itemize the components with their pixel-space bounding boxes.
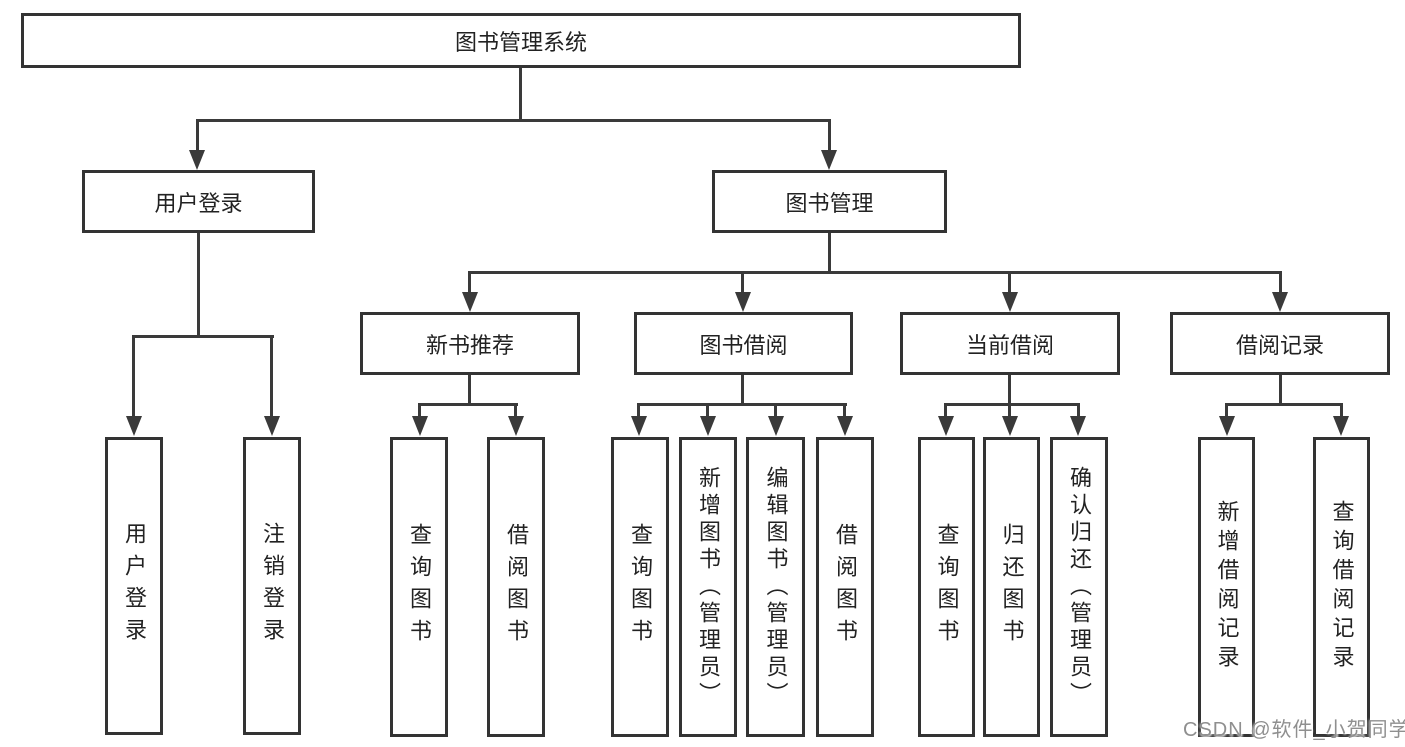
leaf-borrow-edit-books-admin-label: 编辑图书（管理员） — [763, 465, 789, 709]
connector-line — [468, 271, 1282, 274]
connector-line — [197, 233, 200, 338]
leaf-current-query-books: 查询图书 — [918, 437, 975, 737]
connector-line — [196, 119, 831, 122]
connector-line — [741, 375, 744, 406]
connector-line — [196, 119, 199, 153]
connector-line — [1279, 375, 1282, 406]
arrow-down-icon — [735, 292, 751, 312]
connector-line — [944, 403, 947, 420]
leaf-borrow-borrow-books-label: 借阅图书 — [833, 523, 858, 651]
node-book-management-branch-label: 图书管理 — [785, 190, 874, 216]
leaf-user-login: 用户登录 — [105, 437, 163, 735]
connector-line — [637, 403, 640, 420]
arrow-down-icon — [1219, 416, 1235, 436]
leaf-current-query-books-label: 查询图书 — [934, 523, 960, 651]
connector-line — [514, 403, 517, 420]
leaf-records-add-record: 新增借阅记录 — [1198, 437, 1255, 737]
connector-line — [944, 403, 1080, 406]
connector-line — [1340, 403, 1343, 420]
connector-line — [519, 68, 522, 120]
connector-line — [828, 233, 831, 274]
leaf-recommend-borrow-books: 借阅图书 — [487, 437, 545, 737]
connector-line — [1225, 403, 1228, 420]
arrow-down-icon — [1333, 416, 1349, 436]
node-borrow-records-label: 借阅记录 — [1235, 332, 1324, 358]
node-user-login-branch: 用户登录 — [82, 170, 315, 233]
leaf-logout: 注销登录 — [243, 437, 301, 735]
connector-line — [1279, 271, 1282, 296]
connector-line — [418, 403, 421, 420]
arrow-down-icon — [821, 150, 837, 170]
node-current-borrow-label: 当前借阅 — [965, 332, 1054, 358]
connector-line — [270, 335, 273, 419]
node-book-borrow: 图书借阅 — [634, 312, 853, 375]
leaf-recommend-borrow-books-label: 借阅图书 — [504, 523, 529, 651]
connector-line — [132, 335, 274, 338]
arrow-down-icon — [938, 416, 954, 436]
leaf-records-query-record-label: 查询借阅记录 — [1329, 500, 1355, 674]
node-new-book-recommend-label: 新书推荐 — [425, 332, 514, 358]
connector-line — [741, 271, 744, 296]
leaf-current-return-books: 归还图书 — [983, 437, 1040, 737]
node-root: 图书管理系统 — [21, 13, 1021, 68]
node-book-management-branch: 图书管理 — [712, 170, 947, 233]
leaf-current-return-books-label: 归还图书 — [999, 523, 1025, 651]
connector-line — [843, 403, 846, 420]
node-current-borrow: 当前借阅 — [900, 312, 1120, 375]
leaf-recommend-query-books: 查询图书 — [390, 437, 448, 737]
arrow-down-icon — [462, 292, 478, 312]
arrow-down-icon — [1002, 416, 1018, 436]
node-book-borrow-label: 图书借阅 — [699, 332, 788, 358]
arrow-down-icon — [126, 416, 142, 436]
arrow-down-icon — [412, 416, 428, 436]
connector-line — [468, 271, 471, 296]
leaf-records-query-record: 查询借阅记录 — [1313, 437, 1370, 737]
leaf-current-confirm-return-admin: 确认归还（管理员） — [1050, 437, 1108, 737]
leaf-user-login-label: 用户登录 — [122, 522, 147, 650]
arrow-down-icon — [264, 416, 280, 436]
arrow-down-icon — [768, 416, 784, 436]
node-root-label: 图书管理系统 — [454, 29, 587, 55]
connector-line — [132, 335, 135, 419]
connector-line — [828, 119, 831, 153]
connector-line — [774, 403, 777, 420]
arrow-down-icon — [631, 416, 647, 436]
leaf-borrow-edit-books-admin: 编辑图书（管理员） — [746, 437, 805, 737]
arrow-down-icon — [1070, 416, 1086, 436]
connector-line — [1077, 403, 1080, 420]
connector-line — [1008, 403, 1011, 420]
connector-line — [637, 403, 847, 406]
arrow-down-icon — [508, 416, 524, 436]
arrow-down-icon — [837, 416, 853, 436]
node-borrow-records: 借阅记录 — [1170, 312, 1390, 375]
leaf-current-confirm-return-admin-label: 确认归还（管理员） — [1067, 465, 1092, 709]
leaf-recommend-query-books-label: 查询图书 — [407, 523, 432, 651]
leaf-borrow-add-books-admin: 新增图书（管理员） — [679, 437, 737, 737]
connector-line — [1008, 375, 1011, 406]
connector-line — [468, 375, 471, 406]
arrow-down-icon — [700, 416, 716, 436]
connector-line — [706, 403, 709, 420]
node-user-login-branch-label: 用户登录 — [154, 190, 243, 216]
connector-line — [1008, 271, 1011, 296]
leaf-logout-label: 注销登录 — [260, 522, 285, 650]
leaf-records-add-record-label: 新增借阅记录 — [1214, 500, 1240, 674]
leaf-borrow-query-books: 查询图书 — [611, 437, 669, 737]
leaf-borrow-add-books-admin-label: 新增图书（管理员） — [696, 465, 721, 709]
node-new-book-recommend: 新书推荐 — [360, 312, 580, 375]
csdn-watermark: CSDN @软件_小贺同学 — [1183, 719, 1405, 741]
arrow-down-icon — [189, 150, 205, 170]
connector-line — [1225, 403, 1343, 406]
leaf-borrow-query-books-label: 查询图书 — [628, 523, 653, 651]
arrow-down-icon — [1272, 292, 1288, 312]
leaf-borrow-borrow-books: 借阅图书 — [816, 437, 874, 737]
arrow-down-icon — [1002, 292, 1018, 312]
connector-line — [418, 403, 518, 406]
